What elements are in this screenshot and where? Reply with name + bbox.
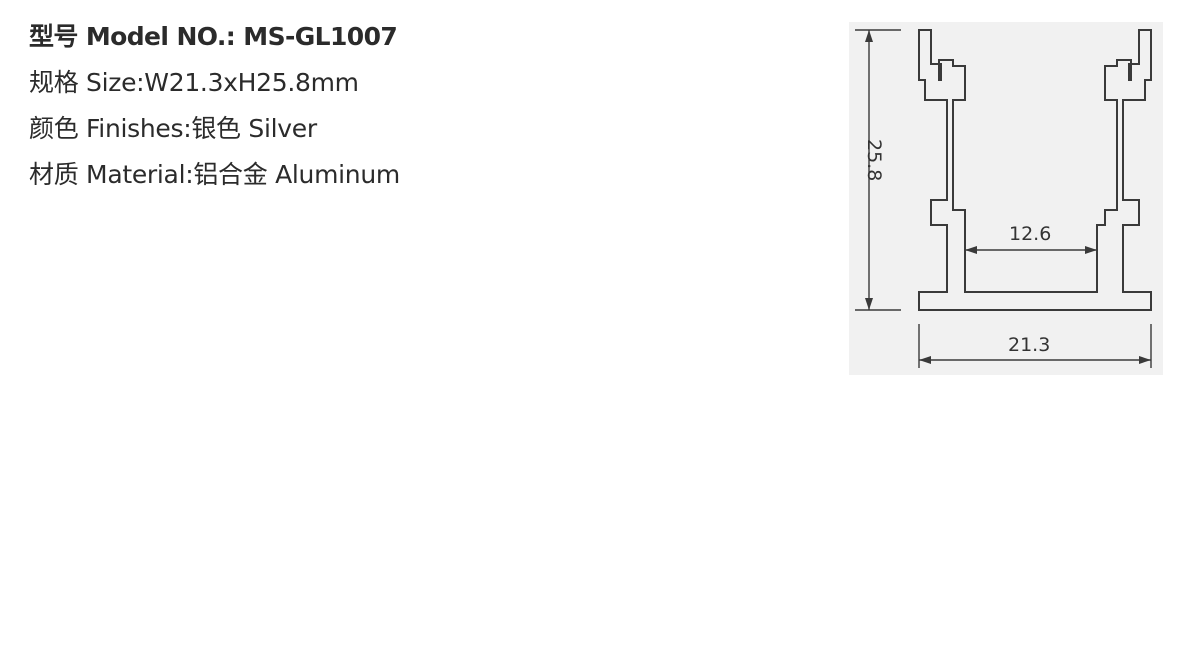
material-spec: 材质 Material:铝合金 Aluminum <box>29 160 400 189</box>
profile-cross-section-diagram: 25.8 12.6 21.3 <box>855 29 1152 368</box>
inner-width-arrow-right <box>1085 246 1097 254</box>
height-dimension-label: 25.8 <box>863 139 885 181</box>
size-spec: 规格 Size:W21.3xH25.8mm <box>29 68 359 97</box>
inner-width-arrow-left <box>965 246 977 254</box>
spec-list: 型号 Model NO.: MS-GL1007 规格 Size:W21.3xH2… <box>29 14 589 198</box>
finish-spec: 颜色 Finishes:银色 Silver <box>29 114 317 143</box>
height-arrow-bottom <box>865 298 873 310</box>
height-arrow-top <box>865 30 873 42</box>
profile-outline <box>918 29 1152 311</box>
outer-width-dimension-label: 21.3 <box>1008 334 1050 356</box>
profile-drawing: 25.8 12.6 21.3 <box>849 22 1163 375</box>
outer-width-arrow-right <box>1139 356 1151 364</box>
inner-width-dimension-label: 12.6 <box>1009 223 1051 245</box>
outer-width-arrow-left <box>919 356 931 364</box>
model-number: 型号 Model NO.: MS-GL1007 <box>29 22 398 51</box>
